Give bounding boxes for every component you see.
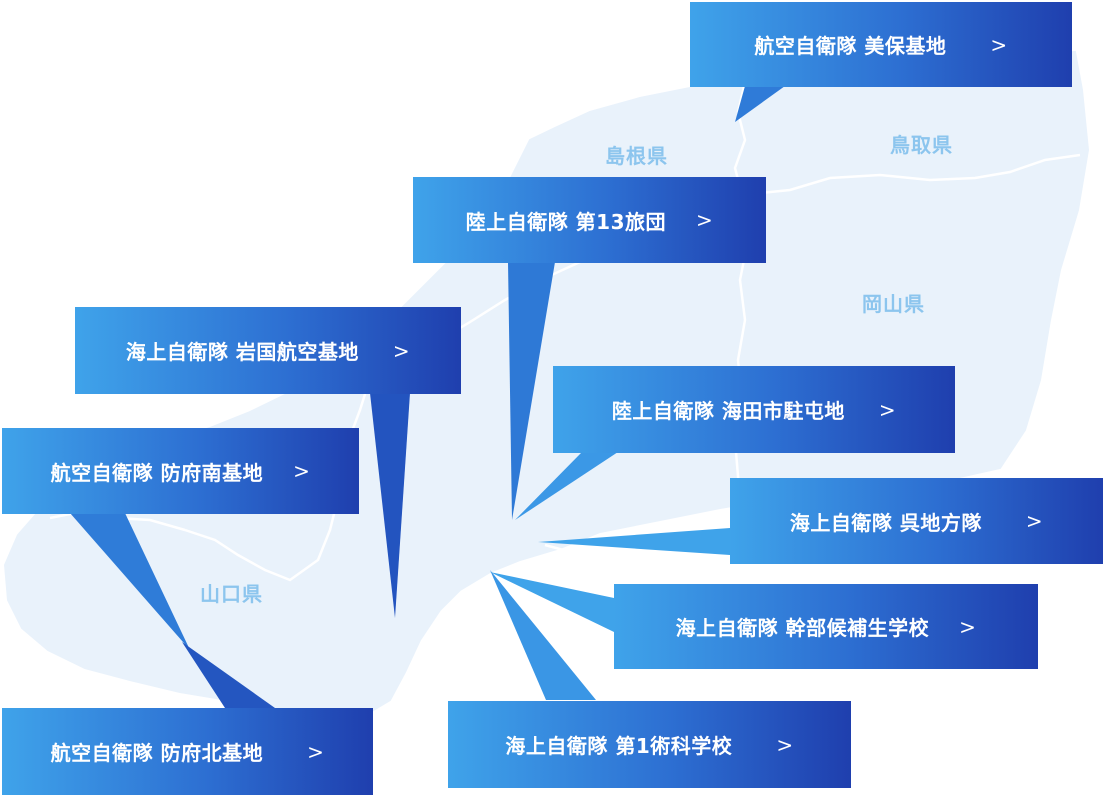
- base-label: 海上自衛隊 岩国航空基地: [125, 340, 359, 364]
- chevron-right-icon: >: [696, 208, 714, 232]
- pointer-officer-school: [490, 572, 614, 632]
- pointer-miho: [735, 86, 785, 122]
- chevron-right-icon: >: [776, 732, 794, 757]
- pointer-first-tech-school: [490, 570, 596, 700]
- region-landmass: [3, 50, 1090, 722]
- chevron-right-icon: >: [307, 739, 325, 764]
- base-label: 航空自衛隊 美保基地: [754, 34, 947, 58]
- base-button-hofu-kita[interactable]: 航空自衛隊 防府北基地 >: [2, 708, 373, 795]
- pointer-hofu-kita: [182, 642, 275, 708]
- prefecture-label-shimane: 島根県: [605, 144, 668, 168]
- border-tottori-okayama: [741, 153, 1081, 197]
- prefecture-label-tottori: 鳥取県: [890, 133, 953, 157]
- chevron-right-icon: >: [990, 32, 1008, 57]
- base-label: 海上自衛隊 第1術科学校: [505, 734, 733, 758]
- pointer-kaita: [515, 452, 618, 520]
- base-button-first-tech-school[interactable]: 海上自衛隊 第1術科学校 >: [448, 701, 851, 788]
- chevron-right-icon: >: [392, 338, 411, 363]
- base-button-miho[interactable]: 航空自衛隊 美保基地 >: [690, 2, 1072, 87]
- base-button-kaita[interactable]: 陸上自衛隊 海田市駐屯地 >: [553, 366, 955, 453]
- base-button-kure[interactable]: 海上自衛隊 呉地方隊 >: [730, 478, 1103, 564]
- pointer-hofu-minami: [70, 513, 190, 650]
- prefecture-label-yamaguchi: 山口県: [200, 582, 263, 606]
- coastline-inland-sea: [544, 543, 771, 577]
- base-label: 海上自衛隊 呉地方隊: [789, 510, 982, 535]
- base-label: 航空自衛隊 防府南基地: [50, 460, 264, 485]
- chevron-right-icon: >: [878, 397, 897, 422]
- pointer-kure: [538, 528, 730, 555]
- chevron-right-icon: >: [959, 614, 977, 639]
- prefecture-label-okayama: 岡山県: [862, 292, 925, 316]
- base-button-officer-school[interactable]: 海上自衛隊 幹部候補生学校 >: [614, 584, 1038, 669]
- base-button-13th-brigade[interactable]: 陸上自衛隊 第13旅団 >: [413, 177, 766, 263]
- pointer-iwakuni: [370, 393, 410, 618]
- chevron-right-icon: >: [293, 459, 311, 483]
- base-label: 陸上自衛隊 海田市駐屯地: [611, 399, 845, 423]
- chevron-right-icon: >: [1025, 509, 1044, 533]
- base-label: 航空自衛隊 防府北基地: [50, 741, 264, 765]
- base-label: 陸上自衛隊 第13旅団: [465, 209, 667, 234]
- base-button-iwakuni[interactable]: 海上自衛隊 岩国航空基地 >: [75, 307, 461, 394]
- base-button-hofu-minami[interactable]: 航空自衛隊 防府南基地 >: [2, 428, 359, 514]
- base-label: 海上自衛隊 幹部候補生学校: [675, 616, 930, 640]
- pointer-13th-brigade: [508, 262, 555, 520]
